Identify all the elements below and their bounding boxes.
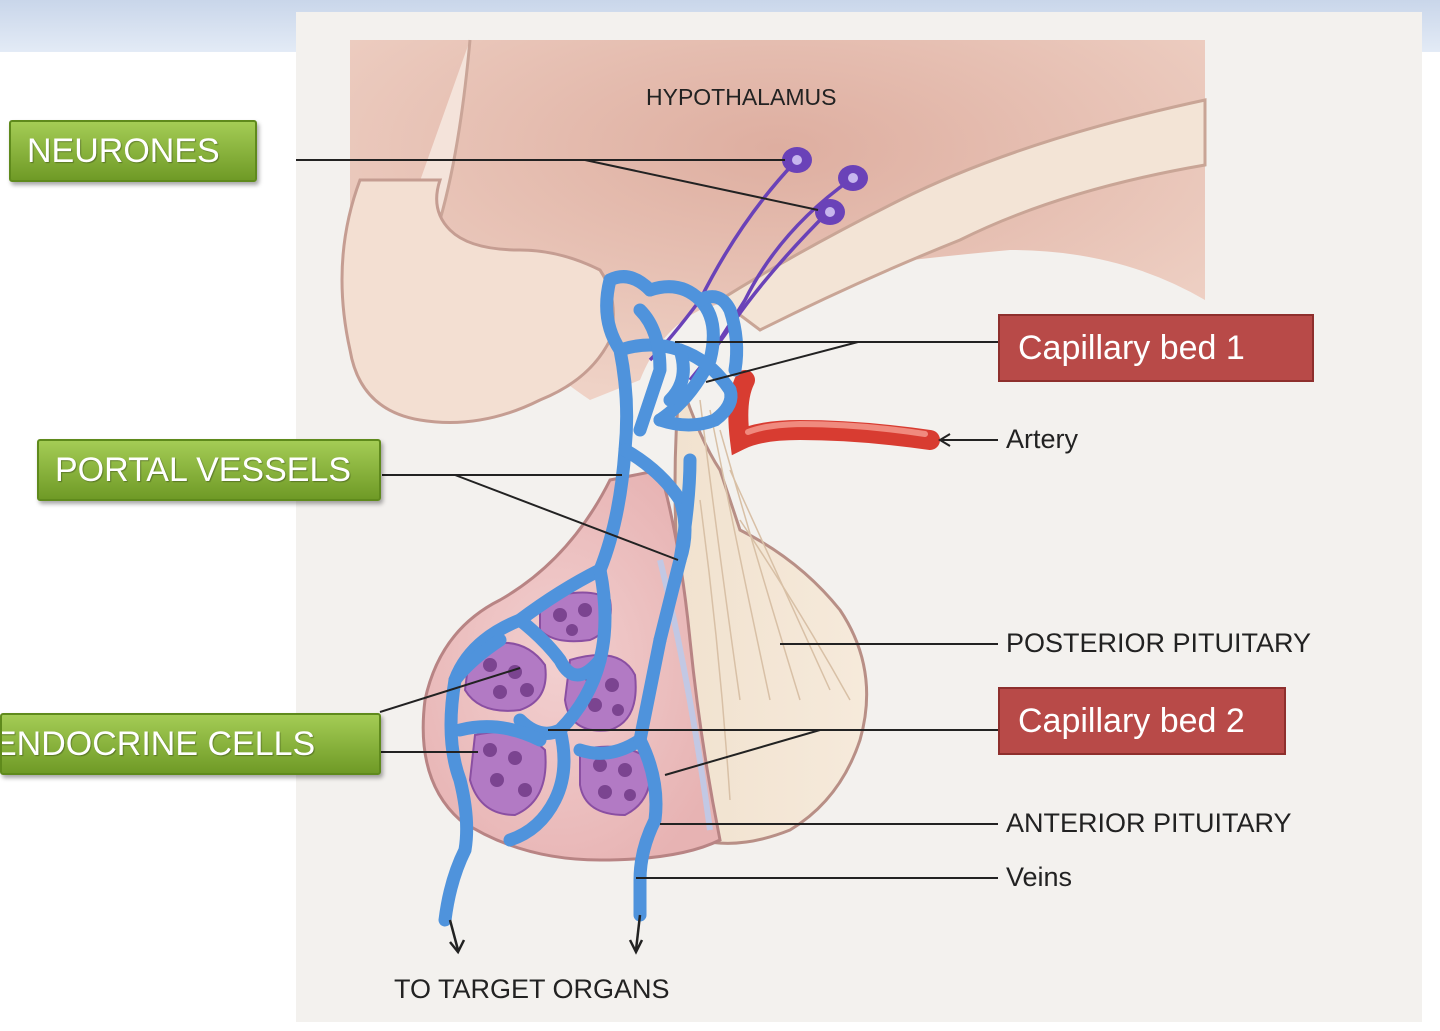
portal-vessel-network — [438, 270, 744, 927]
veins-label: Veins — [1006, 862, 1073, 892]
anterior-pituitary-label: ANTERIOR PITUITARY — [1006, 808, 1292, 838]
vein-arrows — [448, 914, 644, 955]
endocrine-cells-callout: ENDOCRINE CELLS — [0, 713, 381, 775]
neurones-callout: NEURONES — [9, 120, 257, 182]
posterior-fibers — [699, 399, 851, 801]
capillary-bed-1-callout: Capillary bed 1 — [998, 314, 1314, 382]
leader-lines — [296, 159, 998, 879]
artery — [728, 370, 940, 456]
neuron-nuclei — [792, 155, 858, 217]
artery-highlight — [745, 420, 928, 437]
to-target-organs-label: TO TARGET ORGANS — [394, 974, 670, 1004]
capillary-bed-2-callout: Capillary bed 2 — [998, 687, 1286, 755]
artery-label: Artery — [1006, 424, 1079, 454]
posterior-pituitary-label: POSTERIOR PITUITARY — [1006, 628, 1312, 658]
nerve-band — [717, 98, 1207, 332]
hypothalamus-label: HYPOTHALAMUS — [646, 84, 837, 110]
portal-vessels-callout: PORTAL VESSELS — [37, 439, 381, 501]
optic-chiasm — [340, 178, 615, 424]
